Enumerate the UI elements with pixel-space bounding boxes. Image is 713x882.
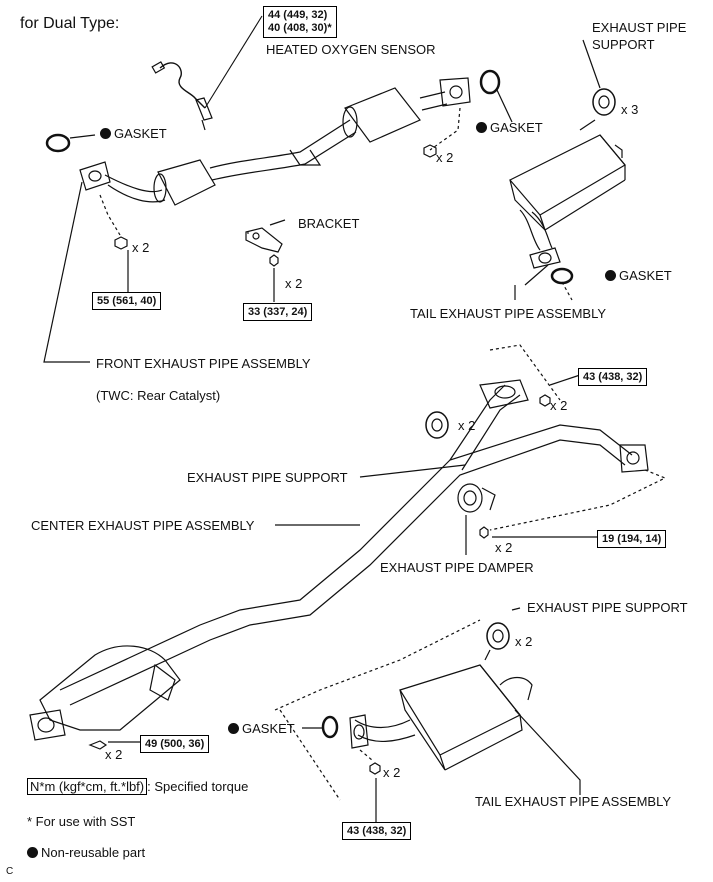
tail-bottom-torque-box: 43 (438, 32) <box>342 822 412 840</box>
nonreusable-dot-icon <box>27 847 38 858</box>
tail-top-label: TAIL EXHAUST PIPE ASSEMBLY <box>410 306 607 321</box>
legend-nonreusable-text: Non-reusable part <box>41 845 146 860</box>
front-pipe-note: (TWC: Rear Catalyst) <box>96 388 221 403</box>
support-bottom-drawing <box>425 411 449 439</box>
front-exhaust-pipe-drawing <box>79 77 471 206</box>
gasket-bottom-label: GASKET <box>228 721 295 736</box>
support-top-mult: x 3 <box>621 102 639 117</box>
legend-sst-note: * For use with SST <box>27 814 136 829</box>
gasket-mid-label: GASKET <box>476 120 543 135</box>
nonreusable-dot-icon <box>605 270 616 281</box>
damper-label: EXHAUST PIPE DAMPER <box>380 560 534 575</box>
nonreusable-dot-icon <box>476 122 487 133</box>
gasket-front-label: GASKET <box>100 126 167 141</box>
front-pipe-label: FRONT EXHAUST PIPE ASSEMBLY <box>96 356 311 371</box>
support-top-label-2: SUPPORT <box>592 37 655 52</box>
gasket-tail-label: GASKET <box>605 268 672 283</box>
bracket-label: BRACKET <box>298 216 360 231</box>
corner-mark: C <box>6 866 14 877</box>
bracket-mult: x 2 <box>285 276 303 291</box>
front-bolt-torque-box: 49 (500, 36) <box>140 735 210 753</box>
gasket-front-drawing <box>45 133 71 153</box>
support-top-label-1: EXHAUST PIPE <box>592 20 687 35</box>
gasket-mid-text: GASKET <box>490 120 543 135</box>
front-torque-box: 55 (561, 40) <box>92 292 162 310</box>
nut-front-mult: x 2 <box>132 240 150 255</box>
tail-nut-mult: x 2 <box>383 765 401 780</box>
nonreusable-dot-icon <box>228 723 239 734</box>
center-pipe-drawing <box>29 379 649 741</box>
support2-label: EXHAUST PIPE SUPPORT <box>527 600 688 615</box>
bracket-torque-box: 33 (337, 24) <box>243 303 313 321</box>
flange-torque-box: 43 (438, 32) <box>578 368 648 386</box>
support-bottom-label: EXHAUST PIPE SUPPORT <box>187 470 348 485</box>
legend-nonreusable: Non-reusable part <box>27 845 145 860</box>
tail-muffler-top-drawing <box>509 119 626 269</box>
gasket-bottom-drawing <box>321 715 339 739</box>
flange-nut-mult: x 2 <box>550 398 568 413</box>
support2-mult: x 2 <box>515 634 533 649</box>
oxygen-sensor-drawing <box>151 61 213 131</box>
legend-torque-unit: N*m (kgf*cm, ft.*lbf) <box>27 778 148 795</box>
support-top-drawing <box>592 88 616 116</box>
sensor-torque-sst: 40 (408, 30)* <box>268 22 332 34</box>
front-bolt-mult: x 2 <box>105 747 123 762</box>
sensor-torque-box: 44 (449, 32) 40 (408, 30)* <box>263 6 337 38</box>
gasket-front-text: GASKET <box>114 126 167 141</box>
gasket-bottom-text: GASKET <box>242 721 295 736</box>
legend-torque-desc: : Specified torque <box>147 779 249 794</box>
damper-torque-box: 19 (194, 14) <box>597 530 667 548</box>
damper-drawing <box>457 483 597 555</box>
tail-bottom-label: TAIL EXHAUST PIPE ASSEMBLY <box>475 794 672 809</box>
page-title: for Dual Type: <box>20 15 120 32</box>
gasket-tail-text: GASKET <box>619 268 672 283</box>
legend-torque: N*m (kgf*cm, ft.*lbf): Specified torque <box>27 778 249 795</box>
bracket-drawing <box>245 219 286 302</box>
support-bottom-mult: x 2 <box>458 418 476 433</box>
sensor-torque-standard: 44 (449, 32) <box>268 9 328 21</box>
support2-drawing <box>486 622 510 650</box>
center-pipe-label: CENTER EXHAUST PIPE ASSEMBLY <box>31 518 255 533</box>
nut-mid-mult: x 2 <box>436 150 454 165</box>
gasket-mid-drawing <box>479 69 501 95</box>
sensor-label: HEATED OXYGEN SENSOR <box>266 42 436 57</box>
damper-bolt-mult: x 2 <box>495 540 513 555</box>
nonreusable-dot-icon <box>100 128 111 139</box>
